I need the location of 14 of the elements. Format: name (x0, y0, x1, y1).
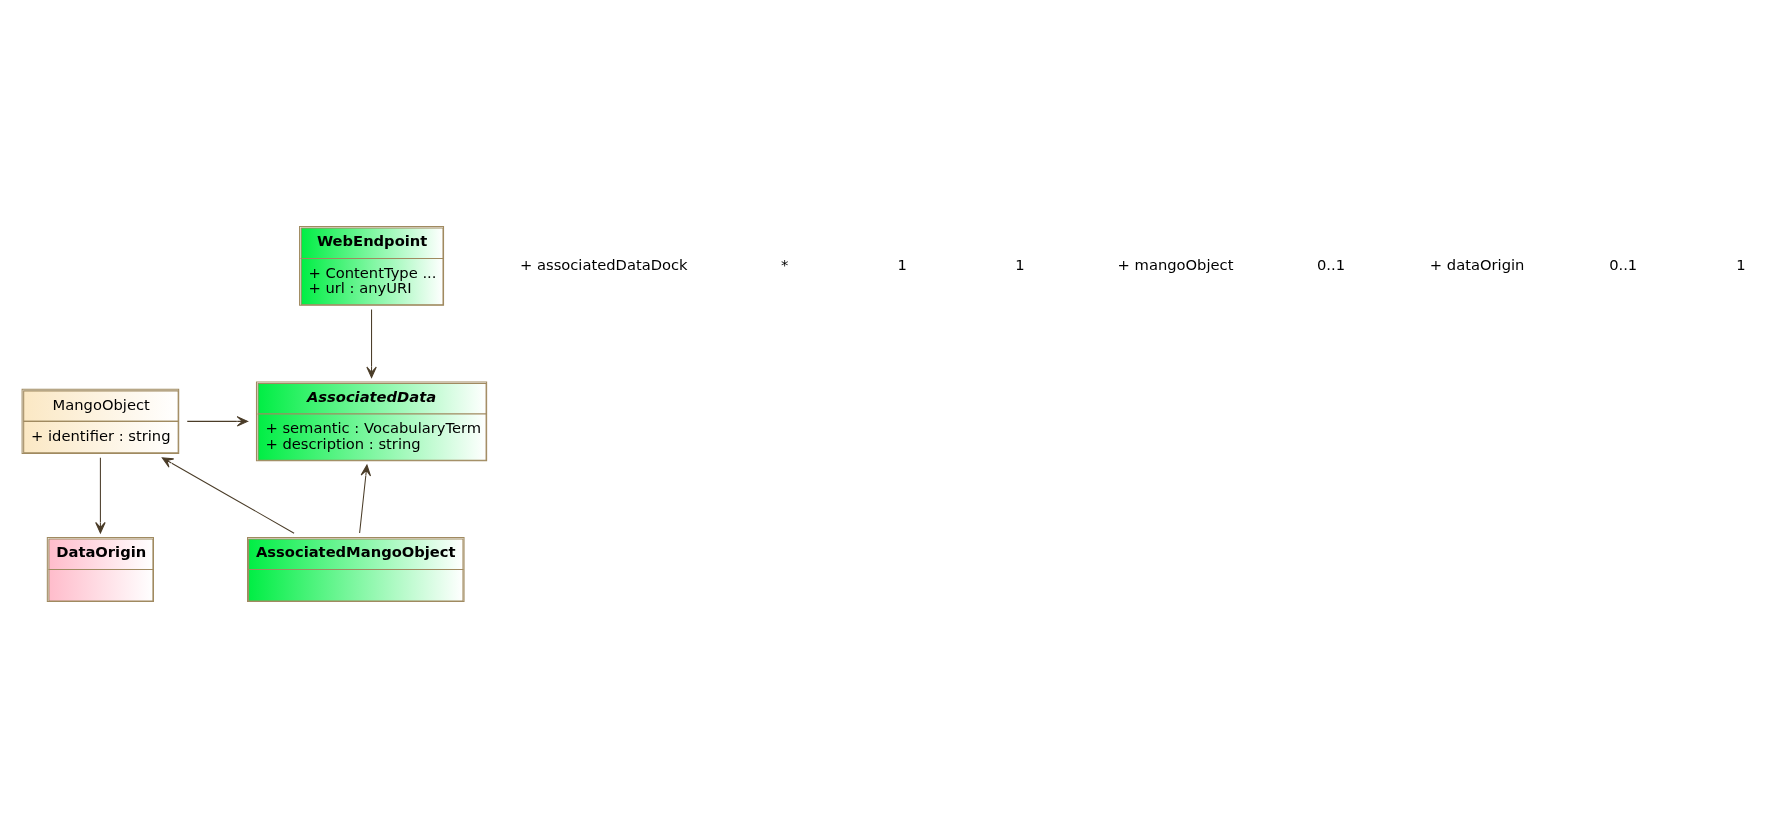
label: 1 (1736, 255, 1746, 273)
label: 1 (897, 255, 907, 273)
label: 0..1 (1609, 255, 1638, 273)
label: + associatedDataDock (519, 255, 688, 273)
label: * (780, 255, 789, 273)
arrow (95, 456, 106, 533)
arrow (359, 464, 372, 533)
arrow (366, 308, 377, 378)
label: 1 (1015, 255, 1025, 273)
label: 0..1 (1317, 255, 1346, 273)
label: + dataOrigin (1429, 255, 1525, 273)
arrow (186, 415, 249, 427)
label: + mangoObject (1117, 255, 1234, 273)
arrow (161, 456, 295, 534)
